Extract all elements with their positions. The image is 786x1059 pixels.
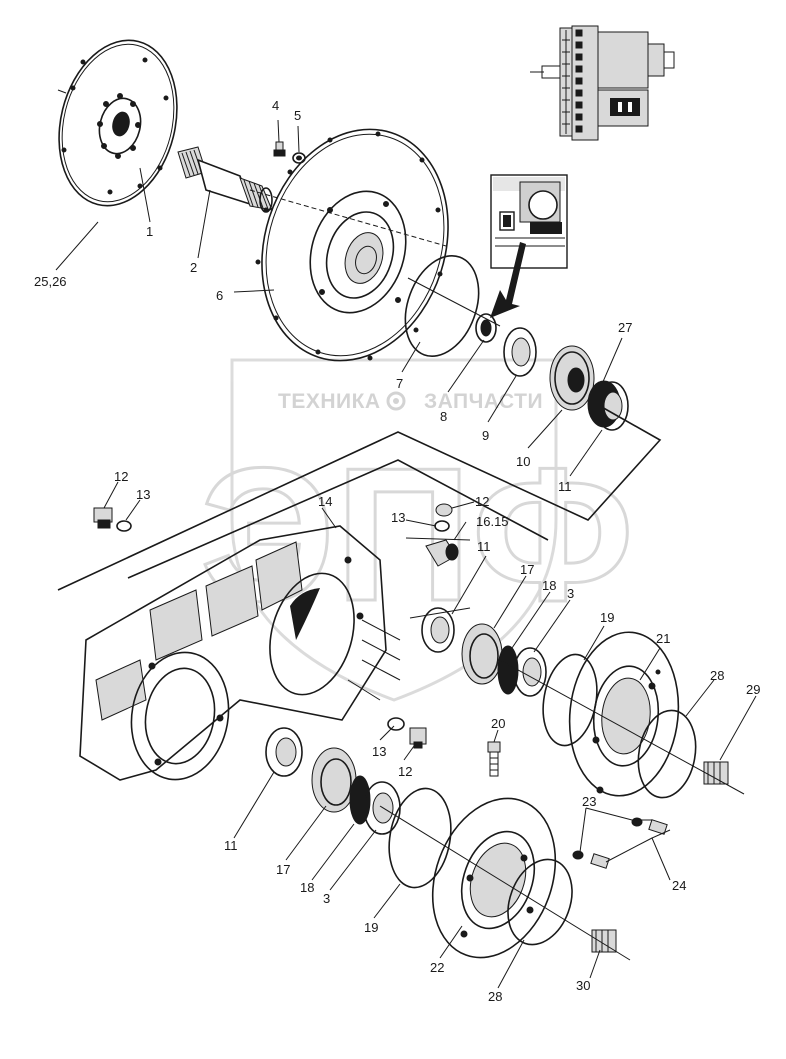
watermark: ТЕХНИКА ЗАПЧАСТИ ЭПФ [199,358,635,702]
callout-22: 22 [430,960,444,975]
callout-28-lower: 28 [488,989,502,1004]
bearing-detail-box [490,174,568,318]
callout-5: 5 [294,108,301,123]
callout-23: 23 [582,794,596,809]
input-bearing-gear-stack [475,313,629,431]
callout-10: 10 [516,454,530,469]
callout-13-left: 13 [136,487,150,502]
lower-output-cover-stack [379,741,631,961]
callout-18-upper: 18 [542,578,556,593]
callout-12-left: 12 [114,469,128,484]
callout-29: 29 [746,682,760,697]
callout-28-upper: 28 [710,668,724,683]
callout-3-upper: 3 [567,586,574,601]
watermark-big-text: ЭПФ [200,429,634,641]
callout-6: 6 [216,288,223,303]
callout-8: 8 [440,409,447,424]
callout-21: 21 [656,631,670,646]
callout-30: 30 [576,978,590,993]
callout-11-mid: 11 [477,539,491,554]
flex-plate-part [57,39,178,207]
callout-24: 24 [672,878,686,893]
callout-17-upper: 17 [520,562,534,577]
callout-labels: 1 2 3 3 4 5 6 7 8 9 10 11 11 11 12 12 12… [34,98,760,1004]
bolt-washer-parts [273,141,306,164]
upper-output-gear-stack [421,607,547,697]
callout-19-lower: 19 [364,920,378,935]
elbow-fitting-center [425,503,459,567]
callout-16-15: 16.15 [476,514,509,529]
callout-19-upper: 19 [600,610,614,625]
leader-lines [55,119,757,989]
lower-output-gear-stack [265,727,401,835]
callout-12-center: 12 [475,494,489,509]
callout-2: 2 [190,260,197,275]
upper-output-cover-stack [499,631,745,799]
plug-fitting-lower [387,717,427,749]
callout-13-lower: 13 [372,744,386,759]
callout-9: 9 [482,428,489,443]
adapter-plate-part [255,128,449,362]
callout-14: 14 [318,494,332,509]
watermark-right-text: ЗАПЧАСТИ [424,390,543,413]
callout-7: 7 [396,376,403,391]
callout-12-lower: 12 [398,764,412,779]
callout-17-lower: 17 [276,862,290,877]
o-ring-part [404,254,480,358]
callout-3-lower: 3 [323,891,330,906]
callout-18-lower: 18 [300,880,314,895]
watermark-left-text: ТЕХНИКА [278,390,381,413]
callout-20: 20 [491,716,505,731]
callout-11-lower: 11 [224,838,238,853]
gearbox-housing-part [79,525,401,781]
callout-11-top: 11 [558,479,572,494]
callout-4: 4 [272,98,279,113]
cover-bolts [572,817,668,869]
assembly-guide-lines [57,189,662,619]
drive-shaft-part [177,146,273,213]
plug-fitting-left [93,507,132,532]
assembly-inset [530,25,675,141]
callout-1: 1 [146,224,153,239]
callout-27: 27 [618,320,632,335]
callout-13-center: 13 [391,510,405,525]
gear-icon [386,391,406,411]
callout-25-26: 25,26 [34,274,67,289]
